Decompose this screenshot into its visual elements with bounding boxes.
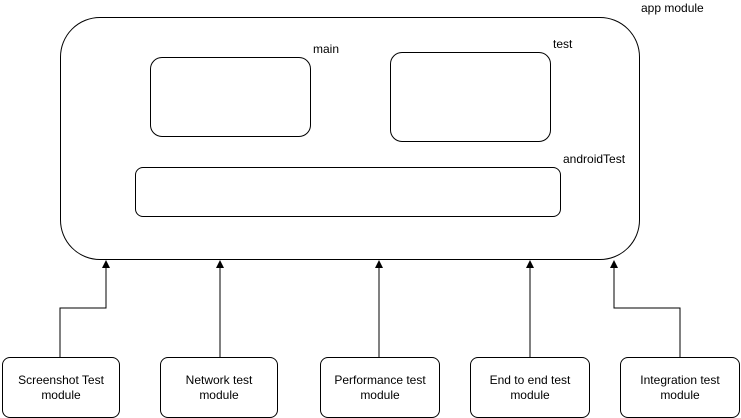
- android-test-source-set-label: androidTest: [563, 152, 626, 166]
- arrow-integration-to-app: [610, 260, 681, 357]
- test-source-set-box: [390, 52, 551, 142]
- end-to-end-test-module-label: End to end test module: [489, 372, 571, 402]
- performance-test-module-label: Performance test module: [334, 372, 426, 402]
- integration-test-module-label: Integration test module: [640, 372, 720, 402]
- performance-test-module-box: Performance test module: [320, 357, 440, 418]
- main-source-set-label: main: [313, 42, 340, 56]
- main-source-set-box: [150, 57, 311, 137]
- screenshot-test-module-label: Screenshot Test module: [18, 372, 104, 402]
- end-to-end-test-module-box: End to end test module: [470, 357, 590, 418]
- arrow-screenshot-to-app: [59, 260, 110, 357]
- app-module-box: [60, 17, 640, 260]
- network-test-module-label: Network test module: [185, 372, 253, 402]
- screenshot-test-module-box: Screenshot Test module: [2, 357, 120, 418]
- test-source-set-label: test: [553, 37, 573, 51]
- app-module-label: app module: [641, 1, 704, 15]
- integration-test-module-box: Integration test module: [620, 357, 740, 418]
- android-test-source-set-box: [135, 167, 561, 217]
- network-test-module-box: Network test module: [160, 357, 278, 418]
